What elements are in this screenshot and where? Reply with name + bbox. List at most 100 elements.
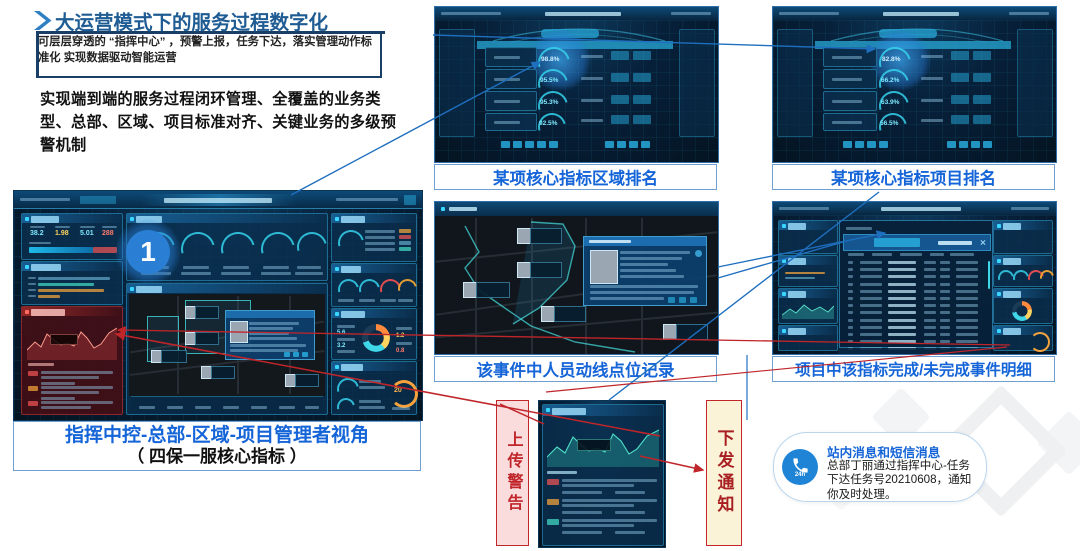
panel4-side-card-2[interactable] <box>778 255 838 287</box>
table-row[interactable] <box>844 274 986 279</box>
main-dashboard-caption: 指挥中控-总部-区域-项目管理者视角 （ 四保一服核心指标 ） <box>13 421 421 471</box>
panel-four-guarantees[interactable] <box>331 213 417 262</box>
heading-rule <box>36 31 385 34</box>
panel1-row-label-2[interactable] <box>485 69 537 89</box>
map-pin-person-4[interactable] <box>201 366 235 379</box>
table-row[interactable] <box>844 318 986 323</box>
table-row[interactable] <box>844 289 986 294</box>
panel4-tab-completed[interactable] <box>874 238 920 247</box>
map-pin-person[interactable] <box>185 306 219 319</box>
panel-event-detail-caption: 项目中该指标完成/未完成事件明细 <box>772 356 1055 382</box>
panel-quality-supervision[interactable] <box>21 261 123 305</box>
main-dashboard-screenshot[interactable]: 38.2 1.98 5.01 288 <box>13 190 423 421</box>
popup-title <box>589 240 631 243</box>
table-row[interactable] <box>844 325 986 330</box>
panel4-side-card-6[interactable] <box>993 255 1056 289</box>
alert-panel-title <box>552 407 586 415</box>
map-person-popup[interactable] <box>225 310 315 360</box>
panel4-side-card-4[interactable] <box>778 325 838 351</box>
topbar-left-meta <box>20 198 70 201</box>
topbar-user-icon[interactable] <box>404 195 416 205</box>
panel2-row-label-2[interactable] <box>823 69 877 89</box>
popup-action-mail-icon[interactable] <box>679 297 686 303</box>
map-pin-person-5[interactable] <box>285 374 319 387</box>
alert-detail-screenshot[interactable] <box>538 400 666 548</box>
panel4-side-card-1[interactable] <box>778 220 838 254</box>
table-row[interactable] <box>844 296 986 301</box>
panel3-screen-title <box>449 207 477 211</box>
notification-body: 总部丁丽通过指挥中心-任务下达任务号20210608，通知你及时处理。 <box>827 459 972 501</box>
panel4-side-card-3[interactable] <box>778 288 838 324</box>
panel2-right-rail[interactable] <box>1017 29 1053 137</box>
panel2-callout-glow <box>869 29 931 91</box>
panel3-topbar <box>435 202 718 216</box>
panel3-person-popup[interactable] <box>583 236 707 306</box>
upload-warning-box: 上传警告 <box>496 400 529 546</box>
table-row[interactable] <box>844 282 986 287</box>
topbar-tab[interactable] <box>80 196 116 204</box>
caption-line-2: （ 四保一服核心指标 ） <box>127 447 307 467</box>
map-person-pin-1[interactable] <box>517 228 562 244</box>
panel4-close-icon[interactable] <box>980 239 986 245</box>
panel1-row-label-3[interactable] <box>485 91 537 111</box>
table-row[interactable] <box>844 310 986 315</box>
panel2-row-label-4[interactable] <box>823 113 877 131</box>
panel4-tab-incomplete[interactable] <box>938 241 972 245</box>
panel2-row-label-1[interactable] <box>823 47 877 67</box>
table-row[interactable] <box>844 339 986 344</box>
map-pin-person-2[interactable] <box>185 332 219 345</box>
panel4-bottom-nav[interactable] <box>839 348 991 354</box>
map-person-pin-4[interactable] <box>541 306 586 322</box>
table-row[interactable] <box>844 303 986 308</box>
panel2-screen-title <box>883 12 959 16</box>
table-row[interactable] <box>844 332 986 337</box>
callout-number-label: 1 <box>140 236 156 267</box>
popup-avatar <box>230 321 248 343</box>
map-person-pin-3[interactable] <box>463 282 510 298</box>
equipment-donut-chart <box>362 324 390 352</box>
panel2-row-label-3[interactable] <box>823 91 877 111</box>
notification-bubble[interactable]: 24h 站内消息和短信消息 总部丁丽通过指挥中心-任务下达任务号20210608… <box>773 432 987 502</box>
panel-region-ranking-screenshot[interactable]: 98.8% 95.5% 95.3% 92.5% <box>434 6 719 163</box>
panel-key-event-monitor[interactable] <box>21 306 123 415</box>
panel1-left-rail[interactable] <box>439 29 475 137</box>
panel4-table-header <box>844 252 988 258</box>
panel-personnel-overview[interactable]: 38.2 1.98 5.01 288 <box>21 213 123 260</box>
panel1-row-label-1[interactable] <box>485 47 537 67</box>
panel-project-ranking-screenshot[interactable]: 82.8% 66.2% 63.9% 56.5% <box>772 6 1057 163</box>
phone-24h-icon: 24h <box>782 449 818 485</box>
alert-panel[interactable] <box>542 404 664 546</box>
popup-action-call-icon[interactable] <box>690 297 697 303</box>
panel4-tab-row[interactable] <box>843 234 991 251</box>
table-row[interactable] <box>844 260 986 265</box>
panel4-side-card-5[interactable] <box>993 220 1053 254</box>
panel-event-detail-screenshot[interactable] <box>772 201 1057 355</box>
alert-chart-tooltip <box>577 439 611 451</box>
panel4-side-card-7[interactable] <box>993 288 1053 324</box>
page-subtitle: 可层层穿透的 “指挥中心” ，预警上报，任务下达，落实管理动作标准化 实现数据驱… <box>38 36 372 64</box>
panel-work-orders[interactable] <box>331 263 421 307</box>
panel-energy-stats[interactable]: 20 <box>331 361 418 420</box>
map-person-pin-5[interactable] <box>663 324 708 340</box>
panel2-left-rail[interactable] <box>777 29 813 137</box>
panel4-detail-modal[interactable] <box>839 220 993 351</box>
panel-person-track-screenshot[interactable] <box>434 201 719 355</box>
alert-list-title <box>547 471 577 474</box>
map-toolbar[interactable] <box>131 396 323 413</box>
popup-avatar <box>590 250 618 284</box>
map-pin-person-3[interactable] <box>151 350 187 363</box>
panel-personnel-track-map[interactable] <box>126 283 328 415</box>
popup-close-icon[interactable] <box>695 250 702 257</box>
popup-action-chat-icon[interactable] <box>668 297 675 303</box>
panel1-right-rail[interactable] <box>679 29 715 137</box>
table-row[interactable] <box>844 267 986 272</box>
heading-box <box>36 31 382 78</box>
panel4-scrollbar[interactable] <box>988 261 990 289</box>
map-person-pin-2[interactable] <box>517 262 562 278</box>
panel-equipment-status[interactable]: 5.6 3.2 1.2 0.8 <box>331 308 417 360</box>
panel-person-track-caption: 该事件中人员动线点位记录 <box>434 356 717 382</box>
callout-number-1: 1 <box>126 230 170 274</box>
panel1-row-label-4[interactable] <box>485 113 537 131</box>
panel4-side-card-8[interactable] <box>993 325 1053 352</box>
